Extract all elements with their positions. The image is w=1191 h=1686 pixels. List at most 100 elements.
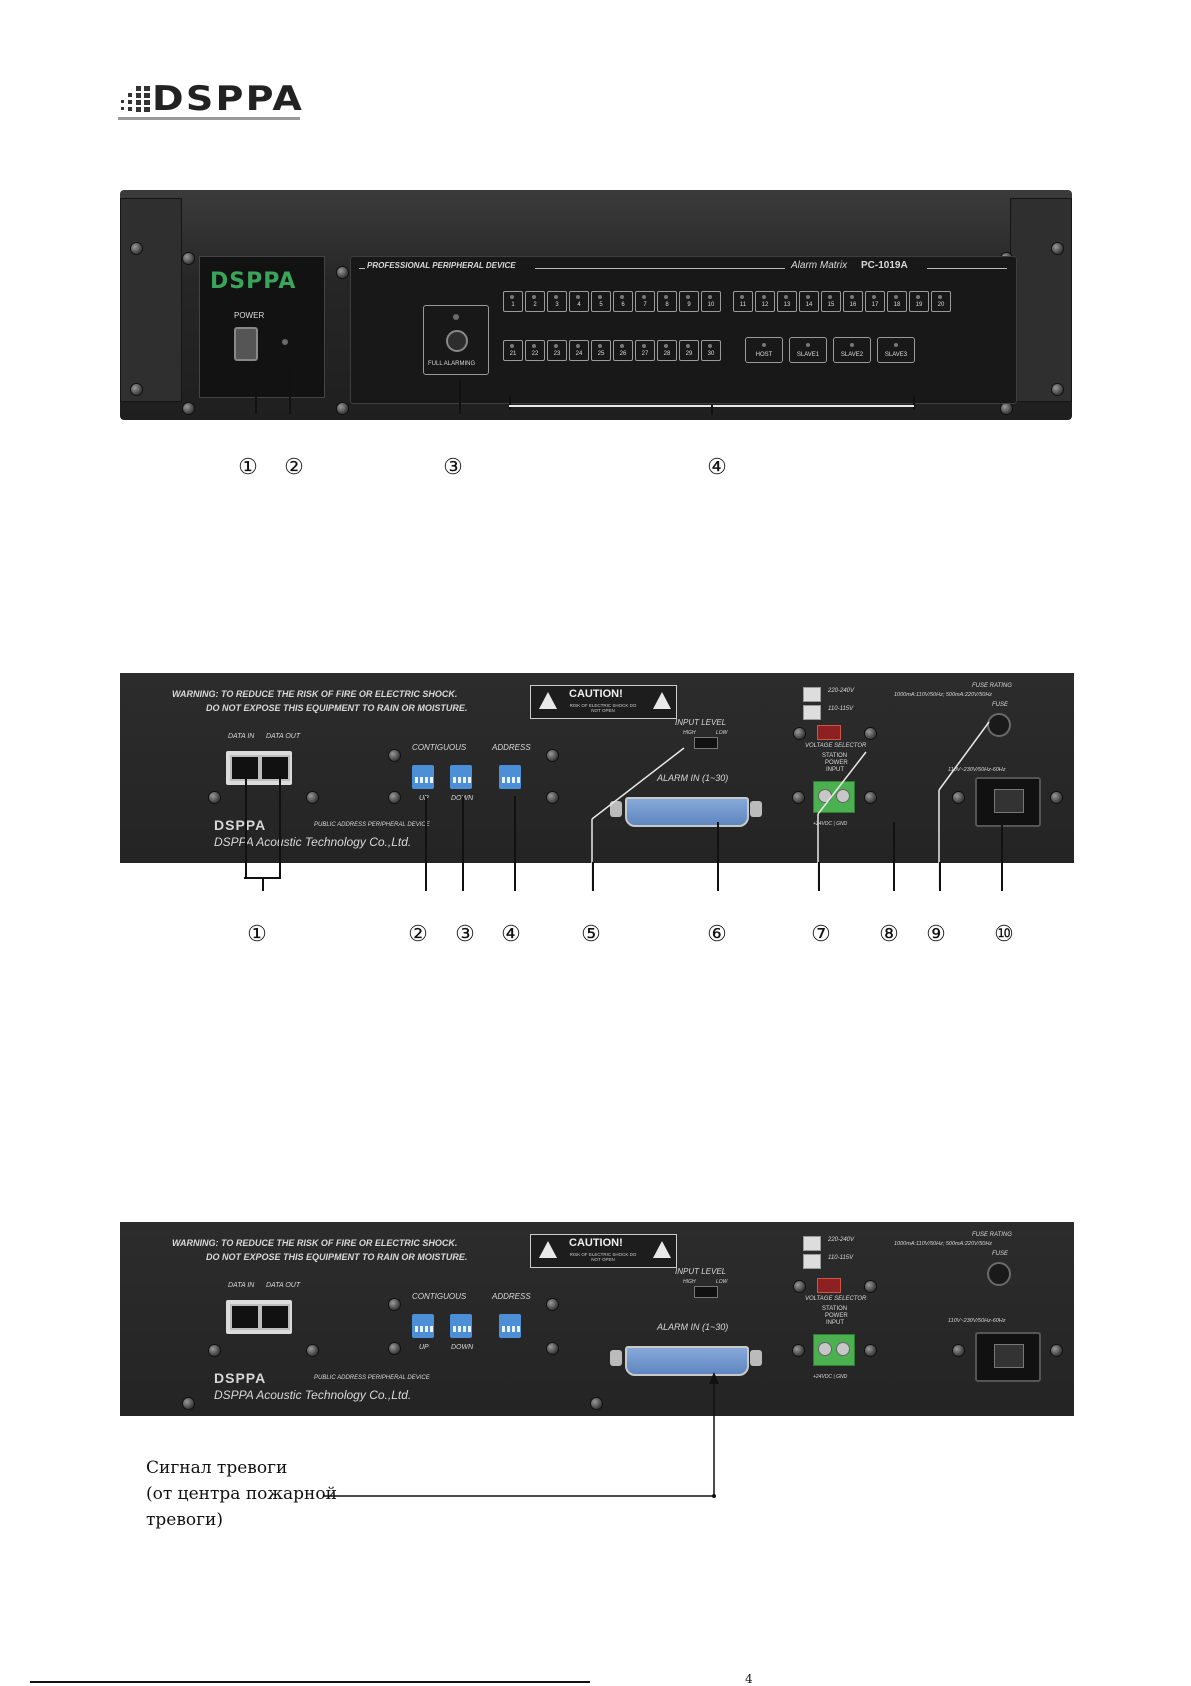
fuse-holder[interactable] [987,713,1011,737]
channel-button[interactable]: 3 [547,291,567,312]
data-out-port[interactable] [260,755,290,781]
up-label: UP [419,795,429,802]
channel-button[interactable]: 18 [887,291,907,312]
channel-button[interactable]: 28 [657,340,677,361]
status-button-slave3[interactable]: SLAVE3 [877,337,915,363]
channel-button[interactable]: 22 [525,340,545,361]
voltage-230-label: 220-240V [828,1237,855,1243]
callout-number: ⑧ [879,922,899,947]
callout-number: ③ [455,922,475,947]
status-button-host[interactable]: HOST [745,337,783,363]
header-right-text: Alarm Matrix [791,260,848,271]
callout-leader [262,877,264,891]
channel-button[interactable]: 23 [547,340,567,361]
channel-button[interactable]: 25 [591,340,611,361]
channel-button[interactable]: 29 [679,340,699,361]
channel-button[interactable]: 19 [909,291,929,312]
channel-button[interactable]: 15 [821,291,841,312]
screw-icon [864,1344,877,1357]
fuse-rating-label: FUSE RATING [972,683,1012,689]
caution-subtitle: RISK OF ELECTRIC SHOCK DO NOT OPEN [569,703,637,713]
channel-button[interactable]: 17 [865,291,885,312]
rj45-ports [226,1300,292,1334]
voltage-110-icon [803,705,821,720]
channel-button[interactable]: 21 [503,340,523,361]
callout-leader [459,380,461,414]
channel-button[interactable]: 20 [931,291,951,312]
callout-number: ① [238,455,258,480]
screw-icon [793,1280,806,1293]
channel-button[interactable]: 27 [635,340,655,361]
alarm-in-db37-connector[interactable] [625,1346,749,1376]
callout-leader [289,362,291,414]
rear-panel-image-2: WARNING: TO REDUCE THE RISK OF FIRE OR E… [120,1222,1074,1416]
dip-switch-up[interactable] [412,1314,434,1338]
channel-button[interactable]: 9 [679,291,699,312]
company-name: DSPPA Acoustic Technology Co.,Ltd. [214,1388,412,1402]
station-power-label-2: POWER [825,1313,848,1319]
ac-power-inlet[interactable] [975,1332,1041,1382]
channel-button[interactable]: 26 [613,340,633,361]
warning-line-1: WARNING: TO REDUCE THE RISK OF FIRE OR E… [172,689,458,699]
ac-power-inlet[interactable] [975,777,1041,827]
voltage-selector-switch[interactable] [817,1278,841,1293]
data-out-port[interactable] [260,1304,290,1330]
channel-button[interactable]: 7 [635,291,655,312]
channel-button[interactable]: 14 [799,291,819,312]
station-power-terminal[interactable] [813,1334,855,1366]
input-level-switch[interactable] [694,1286,718,1298]
power-switch[interactable] [234,327,258,361]
channel-button[interactable]: 1 [503,291,523,312]
channel-button[interactable]: 10 [701,291,721,312]
full-alarming-panel: FULL ALARMING [423,305,489,375]
channel-button[interactable]: 16 [843,291,863,312]
dip-switch-address[interactable] [499,765,521,789]
power-label: POWER [234,311,265,320]
dip-switch-address[interactable] [499,1314,521,1338]
footer-rule [30,1681,590,1683]
screw-icon [546,1342,559,1355]
warning-line-1: WARNING: TO REDUCE THE RISK OF FIRE OR E… [172,1238,458,1248]
screw-icon [1050,1344,1063,1357]
callout-leader [509,396,511,410]
input-level-switch[interactable] [694,737,718,749]
channel-button[interactable]: 12 [755,291,775,312]
header-rule-middle [535,268,785,269]
callout-leader [818,862,820,891]
rack-ear-left [120,198,182,402]
channel-button[interactable]: 13 [777,291,797,312]
voltage-selector-switch[interactable] [817,725,841,740]
status-button-slave1[interactable]: SLAVE1 [789,337,827,363]
dip-switch-down[interactable] [450,1314,472,1338]
full-alarming-button[interactable] [446,330,468,352]
full-alarming-label: FULL ALARMING [428,361,476,367]
channel-button[interactable]: 8 [657,291,677,312]
screw-icon [793,727,806,740]
warning-triangle-icon [539,692,557,709]
station-power-label-1: STATION [822,1306,848,1312]
screw-icon [864,727,877,740]
fuse-holder[interactable] [987,1262,1011,1286]
rear-logo: DSPPA [214,817,267,833]
channel-button[interactable]: 24 [569,340,589,361]
channel-button[interactable]: 30 [701,340,721,361]
data-in-port[interactable] [230,1304,260,1330]
dip-switch-down[interactable] [450,765,472,789]
channel-button[interactable]: 2 [525,291,545,312]
fuse-label: FUSE [992,1251,1009,1257]
caution-subtitle: RISK OF ELECTRIC SHOCK DO NOT OPEN [569,1252,637,1262]
channel-button[interactable]: 11 [733,291,753,312]
channel-button[interactable]: 6 [613,291,633,312]
fuse-label: FUSE [992,702,1009,708]
alarm-in-db37-connector[interactable] [625,797,749,827]
callout-leader [279,762,281,878]
alarm-in-label: ALARM IN (1~30) [657,1322,729,1332]
screw-icon [546,791,559,804]
station-power-terminal[interactable] [813,781,855,813]
dip-switch-up[interactable] [412,765,434,789]
channel-button[interactable]: 5 [591,291,611,312]
channel-button[interactable]: 4 [569,291,589,312]
company-name: DSPPA Acoustic Technology Co.,Ltd. [214,835,412,849]
status-button-slave2[interactable]: SLAVE2 [833,337,871,363]
callout-leader-diagonal [938,721,990,889]
